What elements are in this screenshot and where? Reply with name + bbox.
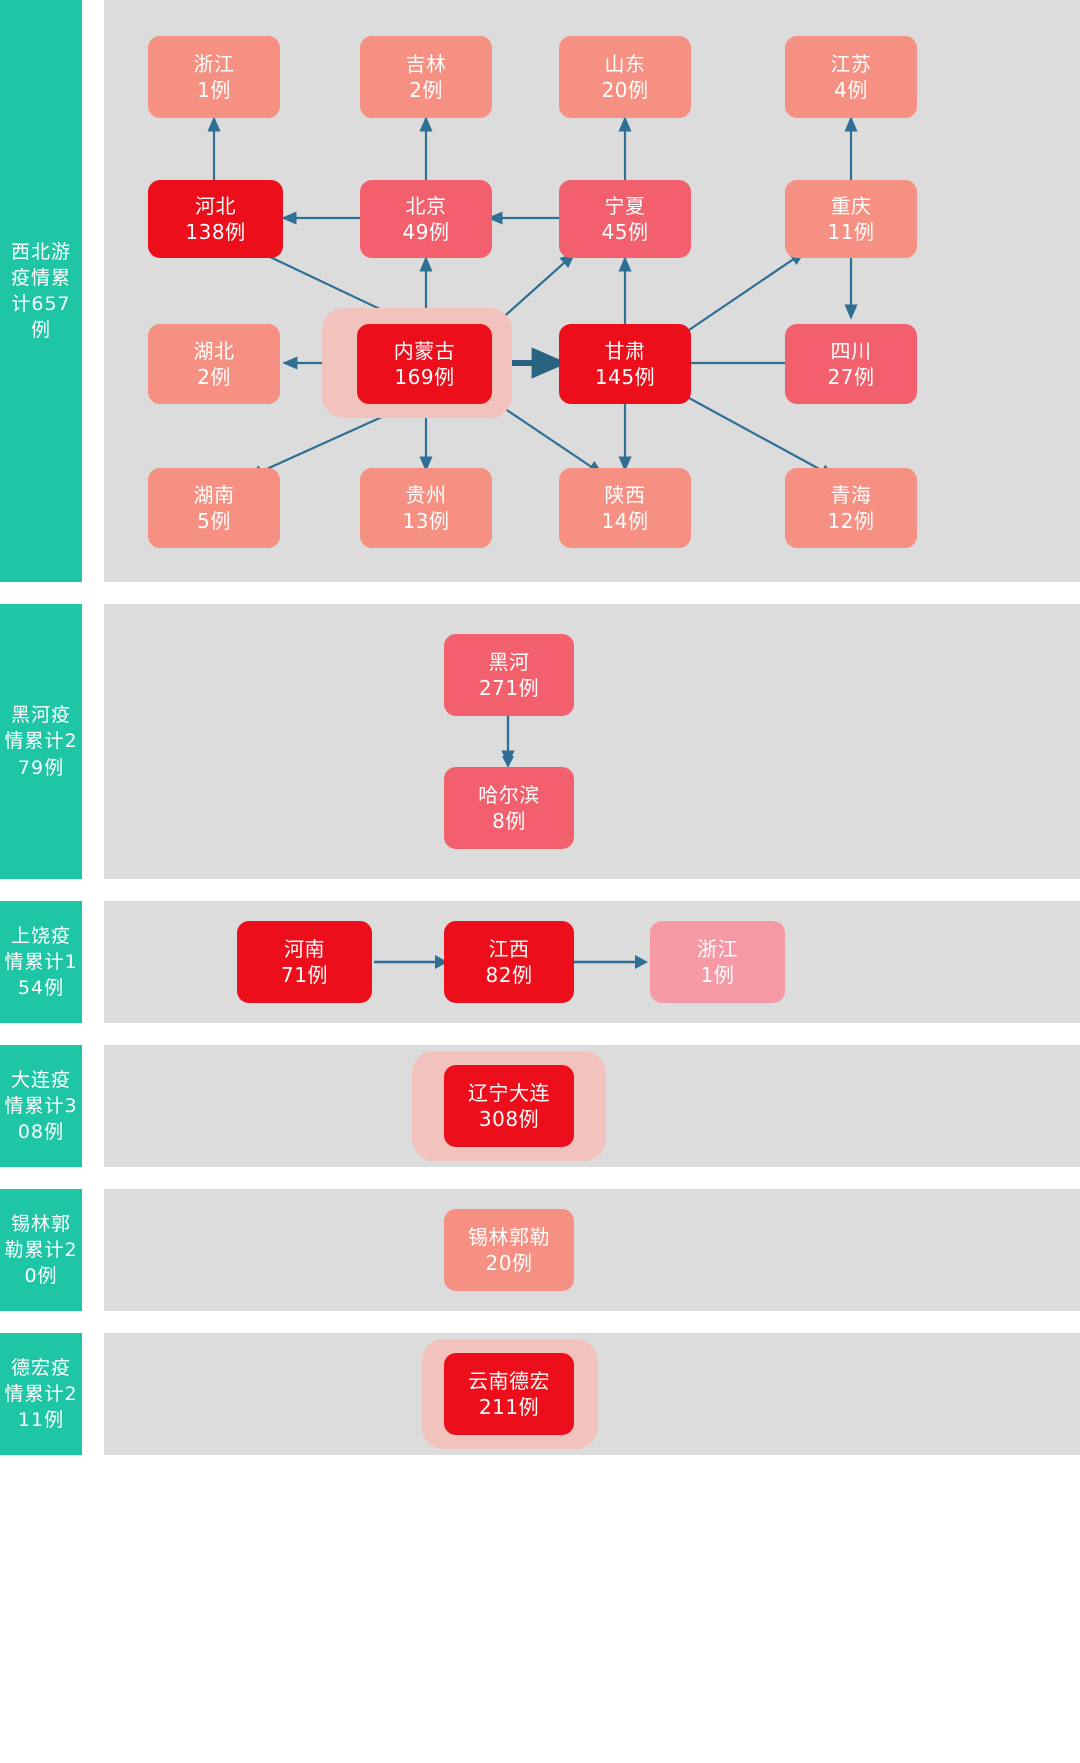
- node-value: 49例: [402, 220, 450, 244]
- node-label: 四川: [830, 338, 872, 363]
- node-hunan[interactable]: 湖南 5例: [148, 468, 280, 548]
- node-henan[interactable]: 河南 71例: [237, 921, 372, 1003]
- node-jilin[interactable]: 吉林 2例: [360, 36, 492, 118]
- node-value: 13例: [402, 509, 450, 533]
- node-label: 湖南: [193, 482, 235, 507]
- section-panel-heihe: 黑河 271例 哈尔滨 8例: [104, 604, 1080, 879]
- node-label: 浙江: [697, 936, 738, 961]
- node-beijing[interactable]: 北京 49例: [360, 180, 492, 258]
- node-label: 哈尔滨: [478, 782, 540, 807]
- node-value: 5例: [197, 509, 231, 533]
- node-label: 江西: [488, 936, 530, 961]
- node-hebei[interactable]: 河北 138例: [148, 180, 283, 258]
- node-value: 1例: [197, 78, 231, 102]
- node-value: 14例: [601, 509, 649, 533]
- node-dehong[interactable]: 云南德宏 211例: [444, 1353, 574, 1435]
- node-value: 82例: [485, 963, 533, 987]
- node-label: 贵州: [405, 482, 447, 507]
- node-value: 2例: [409, 78, 443, 102]
- node-value: 1例: [700, 963, 735, 987]
- node-haerbin[interactable]: 哈尔滨 8例: [444, 767, 574, 849]
- node-gansu[interactable]: 甘肃 145例: [559, 324, 691, 404]
- section-sidebar-label-dalian: 大连疫情累计308例: [0, 1045, 82, 1167]
- node-value: 11例: [827, 220, 875, 244]
- section-sidebar-label-xilinguole: 锡林郭勒累计20例: [0, 1189, 82, 1311]
- node-jiangsu[interactable]: 江苏 4例: [785, 36, 917, 118]
- node-label: 内蒙古: [393, 338, 456, 363]
- node-value: 271例: [478, 676, 540, 700]
- node-value: 138例: [185, 220, 246, 244]
- node-neimenggu[interactable]: 内蒙古 169例: [357, 324, 492, 404]
- node-zhejiang[interactable]: 浙江 1例: [148, 36, 280, 118]
- outbreak-section-heihe: 黑河疫情累计279例 黑河 271例 哈尔滨 8例: [0, 604, 1080, 879]
- node-label: 浙江: [193, 51, 235, 76]
- outbreak-section-dalian: 大连疫情累计308例 辽宁大连 308例: [0, 1045, 1080, 1167]
- node-ningxia[interactable]: 宁夏 45例: [559, 180, 691, 258]
- transmission-edges: [374, 955, 648, 969]
- section-sidebar-label-heihe: 黑河疫情累计279例: [0, 604, 82, 879]
- node-value: 12例: [827, 509, 875, 533]
- node-jiangxi[interactable]: 江西 82例: [444, 921, 574, 1003]
- node-value: 27例: [827, 365, 875, 389]
- node-guizhou[interactable]: 贵州 13例: [360, 468, 492, 548]
- section-sidebar-label-dehong: 德宏疫情累计211例: [0, 1333, 82, 1455]
- outbreak-section-xibeiyou: 西北游疫情累计657例: [0, 0, 1080, 582]
- section-sidebar-label-xibeiyou: 西北游疫情累计657例: [0, 0, 82, 582]
- node-dalian[interactable]: 辽宁大连 308例: [444, 1065, 574, 1147]
- node-shaanxi[interactable]: 陕西 14例: [559, 468, 691, 548]
- node-label: 辽宁大连: [468, 1080, 550, 1105]
- node-value: 169例: [394, 365, 455, 389]
- node-value: 20例: [485, 1251, 533, 1275]
- section-panel-shangrao: 河南 71例 江西 82例 浙江 1例: [104, 901, 1080, 1023]
- node-value: 45例: [601, 220, 649, 244]
- transmission-edges: [501, 716, 515, 768]
- section-panel-xilinguole: 锡林郭勒 20例: [104, 1189, 1080, 1311]
- node-xilinguole[interactable]: 锡林郭勒 20例: [444, 1209, 574, 1291]
- node-label: 青海: [830, 482, 872, 507]
- outbreak-section-shangrao: 上饶疫情累计154例 河南 71例 江西 82例 浙江 1例: [0, 901, 1080, 1023]
- node-label: 吉林: [405, 51, 447, 76]
- section-sidebar-label-shangrao: 上饶疫情累计154例: [0, 901, 82, 1023]
- node-label: 锡林郭勒: [468, 1224, 550, 1249]
- outbreak-section-xilinguole: 锡林郭勒累计20例 锡林郭勒 20例: [0, 1189, 1080, 1311]
- node-label: 北京: [405, 193, 447, 218]
- section-panel-dalian: 辽宁大连 308例: [104, 1045, 1080, 1167]
- node-value: 308例: [478, 1107, 540, 1131]
- section-panel-xibeiyou: 浙江 1例 吉林 2例 山东 20例 江苏 4例 河北 138例 北京 49例 …: [104, 0, 1080, 582]
- node-hubei[interactable]: 湖北 2例: [148, 324, 280, 404]
- outbreak-section-dehong: 德宏疫情累计211例 云南德宏 211例: [0, 1333, 1080, 1455]
- node-label: 甘肃: [604, 338, 646, 363]
- node-value: 211例: [478, 1395, 540, 1419]
- node-heihe[interactable]: 黑河 271例: [444, 634, 574, 716]
- node-zhejiang[interactable]: 浙江 1例: [650, 921, 785, 1003]
- node-label: 黑河: [488, 649, 530, 674]
- node-label: 云南德宏: [468, 1368, 550, 1393]
- section-panel-dehong: 云南德宏 211例: [104, 1333, 1080, 1455]
- node-label: 湖北: [193, 338, 235, 363]
- node-value: 71例: [281, 963, 328, 987]
- node-qinghai[interactable]: 青海 12例: [785, 468, 917, 548]
- node-chongqing[interactable]: 重庆 11例: [785, 180, 917, 258]
- node-value: 8例: [492, 809, 526, 833]
- node-label: 河北: [195, 193, 236, 218]
- node-label: 江苏: [830, 51, 872, 76]
- node-label: 宁夏: [604, 193, 646, 218]
- node-label: 重庆: [830, 193, 872, 218]
- node-sichuan[interactable]: 四川 27例: [785, 324, 917, 404]
- node-value: 20例: [601, 78, 649, 102]
- node-label: 河南: [284, 936, 325, 961]
- node-label: 陕西: [604, 482, 646, 507]
- node-shandong[interactable]: 山东 20例: [559, 36, 691, 118]
- node-value: 2例: [197, 365, 231, 389]
- node-value: 4例: [834, 78, 868, 102]
- node-label: 山东: [604, 51, 646, 76]
- node-value: 145例: [594, 365, 656, 389]
